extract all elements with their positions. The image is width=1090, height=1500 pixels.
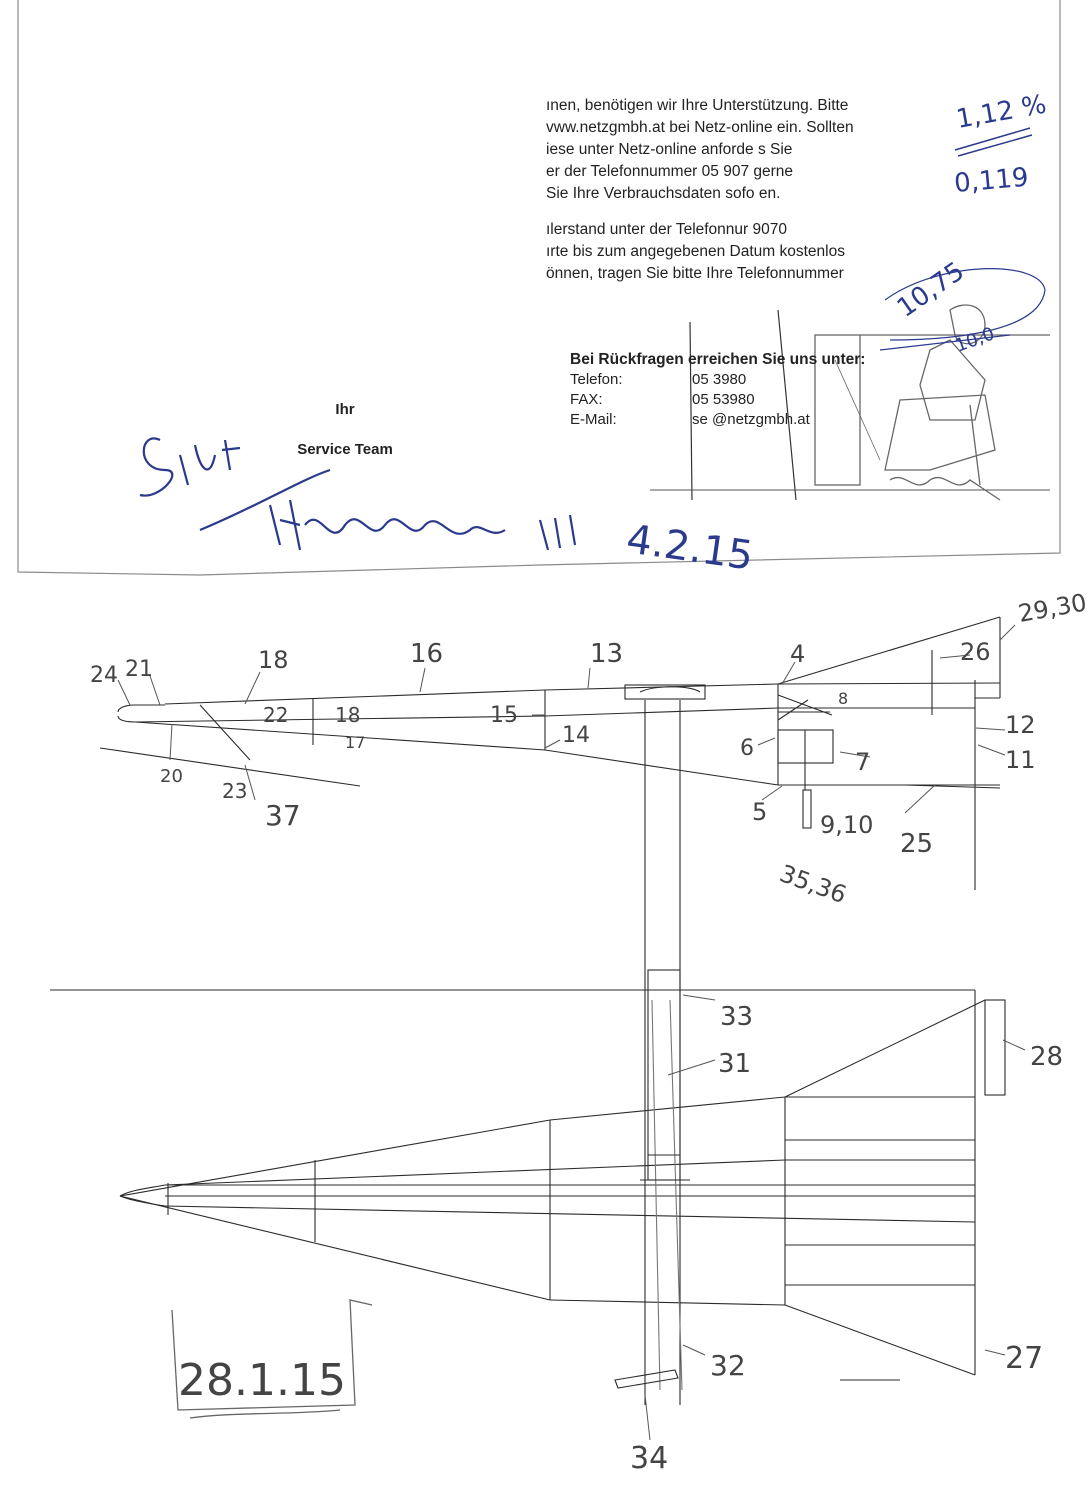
label-13: 13 — [590, 639, 623, 669]
label-27: 27 — [1005, 1341, 1043, 1376]
label-5: 5 — [752, 798, 767, 826]
contact-block: Bei Rückfragen erreichen Sie uns unter: … — [570, 350, 865, 430]
date-box-label: 28.1.15 — [178, 1355, 346, 1406]
label-16: 16 — [410, 639, 443, 669]
leader-lines — [117, 624, 1026, 1441]
label-23: 23 — [222, 779, 247, 803]
label-4: 4 — [790, 640, 805, 668]
contact-value: 05 3980 — [692, 371, 747, 388]
label-29-30: 29,30 — [1016, 588, 1089, 628]
seated-figure-sketch — [814, 304, 1050, 501]
letter-line: Sie Ihre Verbrauchsdaten sofo en. — [546, 185, 781, 202]
part-labels: 29,30 24 21 18 16 13 4 26 8 12 11 7 22 1… — [90, 588, 1089, 1476]
label-34: 34 — [630, 1441, 668, 1476]
label-31: 31 — [718, 1049, 751, 1079]
label-11: 11 — [1005, 746, 1036, 774]
closing-line2: Service Team — [297, 441, 393, 458]
contact-label: FAX: — [570, 391, 603, 408]
label-20: 20 — [160, 766, 183, 787]
contact-label: E-Mail: — [570, 411, 617, 428]
label-28: 28 — [1030, 1042, 1063, 1072]
date-box — [171, 1299, 373, 1419]
contact-row: E-Mail: se @netzgmbh.at — [570, 410, 865, 430]
contact-row: Telefon: 05 3980 — [570, 370, 865, 390]
contact-heading: Bei Rückfragen erreichen Sie uns unter: — [570, 351, 866, 368]
letter-gap — [546, 205, 926, 219]
label-14: 14 — [562, 723, 590, 748]
closing-block: Ihr Service Team — [280, 400, 410, 480]
signature — [139, 437, 577, 551]
label-25: 25 — [900, 829, 933, 859]
label-18-top: 18 — [258, 646, 289, 674]
label-8: 8 — [838, 689, 848, 708]
blue-pen-loop — [884, 268, 1046, 341]
top-view-drawing — [50, 969, 1006, 1391]
contact-row: FAX: 05 53980 — [570, 390, 865, 410]
label-22: 22 — [263, 703, 288, 727]
label-12: 12 — [1005, 711, 1036, 739]
letter-line: önnen, tragen Sie bitte Ihre Telefonnumm… — [546, 265, 844, 282]
closing-line1: Ihr — [335, 401, 355, 418]
label-7: 7 — [855, 748, 870, 776]
letter-line: vww.netzgmbh.at bei Netz-online ein. Sol… — [546, 119, 854, 136]
label-18: 18 — [335, 703, 360, 727]
letter-line: ırte bis zum angegebenen Datum kostenlos — [546, 243, 845, 260]
contact-label: Telefon: — [570, 371, 623, 388]
label-26: 26 — [960, 638, 991, 666]
letter-line: er der Telefonnummer 05 907 gerne — [546, 163, 794, 180]
letter-line: ınen, benötigen wir Ihre Unterstützung. … — [546, 97, 849, 114]
label-15: 15 — [490, 703, 518, 728]
letter-slip-outline — [17, 0, 1061, 576]
label-21: 21 — [125, 657, 153, 682]
contact-value: 05 53980 — [692, 391, 755, 408]
label-37: 37 — [265, 799, 301, 832]
label-6: 6 — [740, 736, 754, 761]
label-17: 17 — [345, 733, 365, 752]
label-33: 33 — [720, 1002, 753, 1032]
label-9-10: 9,10 — [820, 811, 873, 839]
note-decimal: 0,119 — [953, 163, 1030, 199]
letter-line: ılerstand unter der Telefonnur 9070 — [546, 221, 787, 238]
contact-value: se @netzgmbh.at — [692, 411, 810, 428]
letter-line: iese unter Netz-online anforde s Sie — [546, 141, 793, 158]
label-32: 32 — [710, 1349, 746, 1382]
letter-body: ınen, benötigen wir Ihre Unterstützung. … — [546, 95, 926, 285]
label-24: 24 — [90, 663, 118, 688]
label-35-36: 35,36 — [776, 859, 850, 909]
